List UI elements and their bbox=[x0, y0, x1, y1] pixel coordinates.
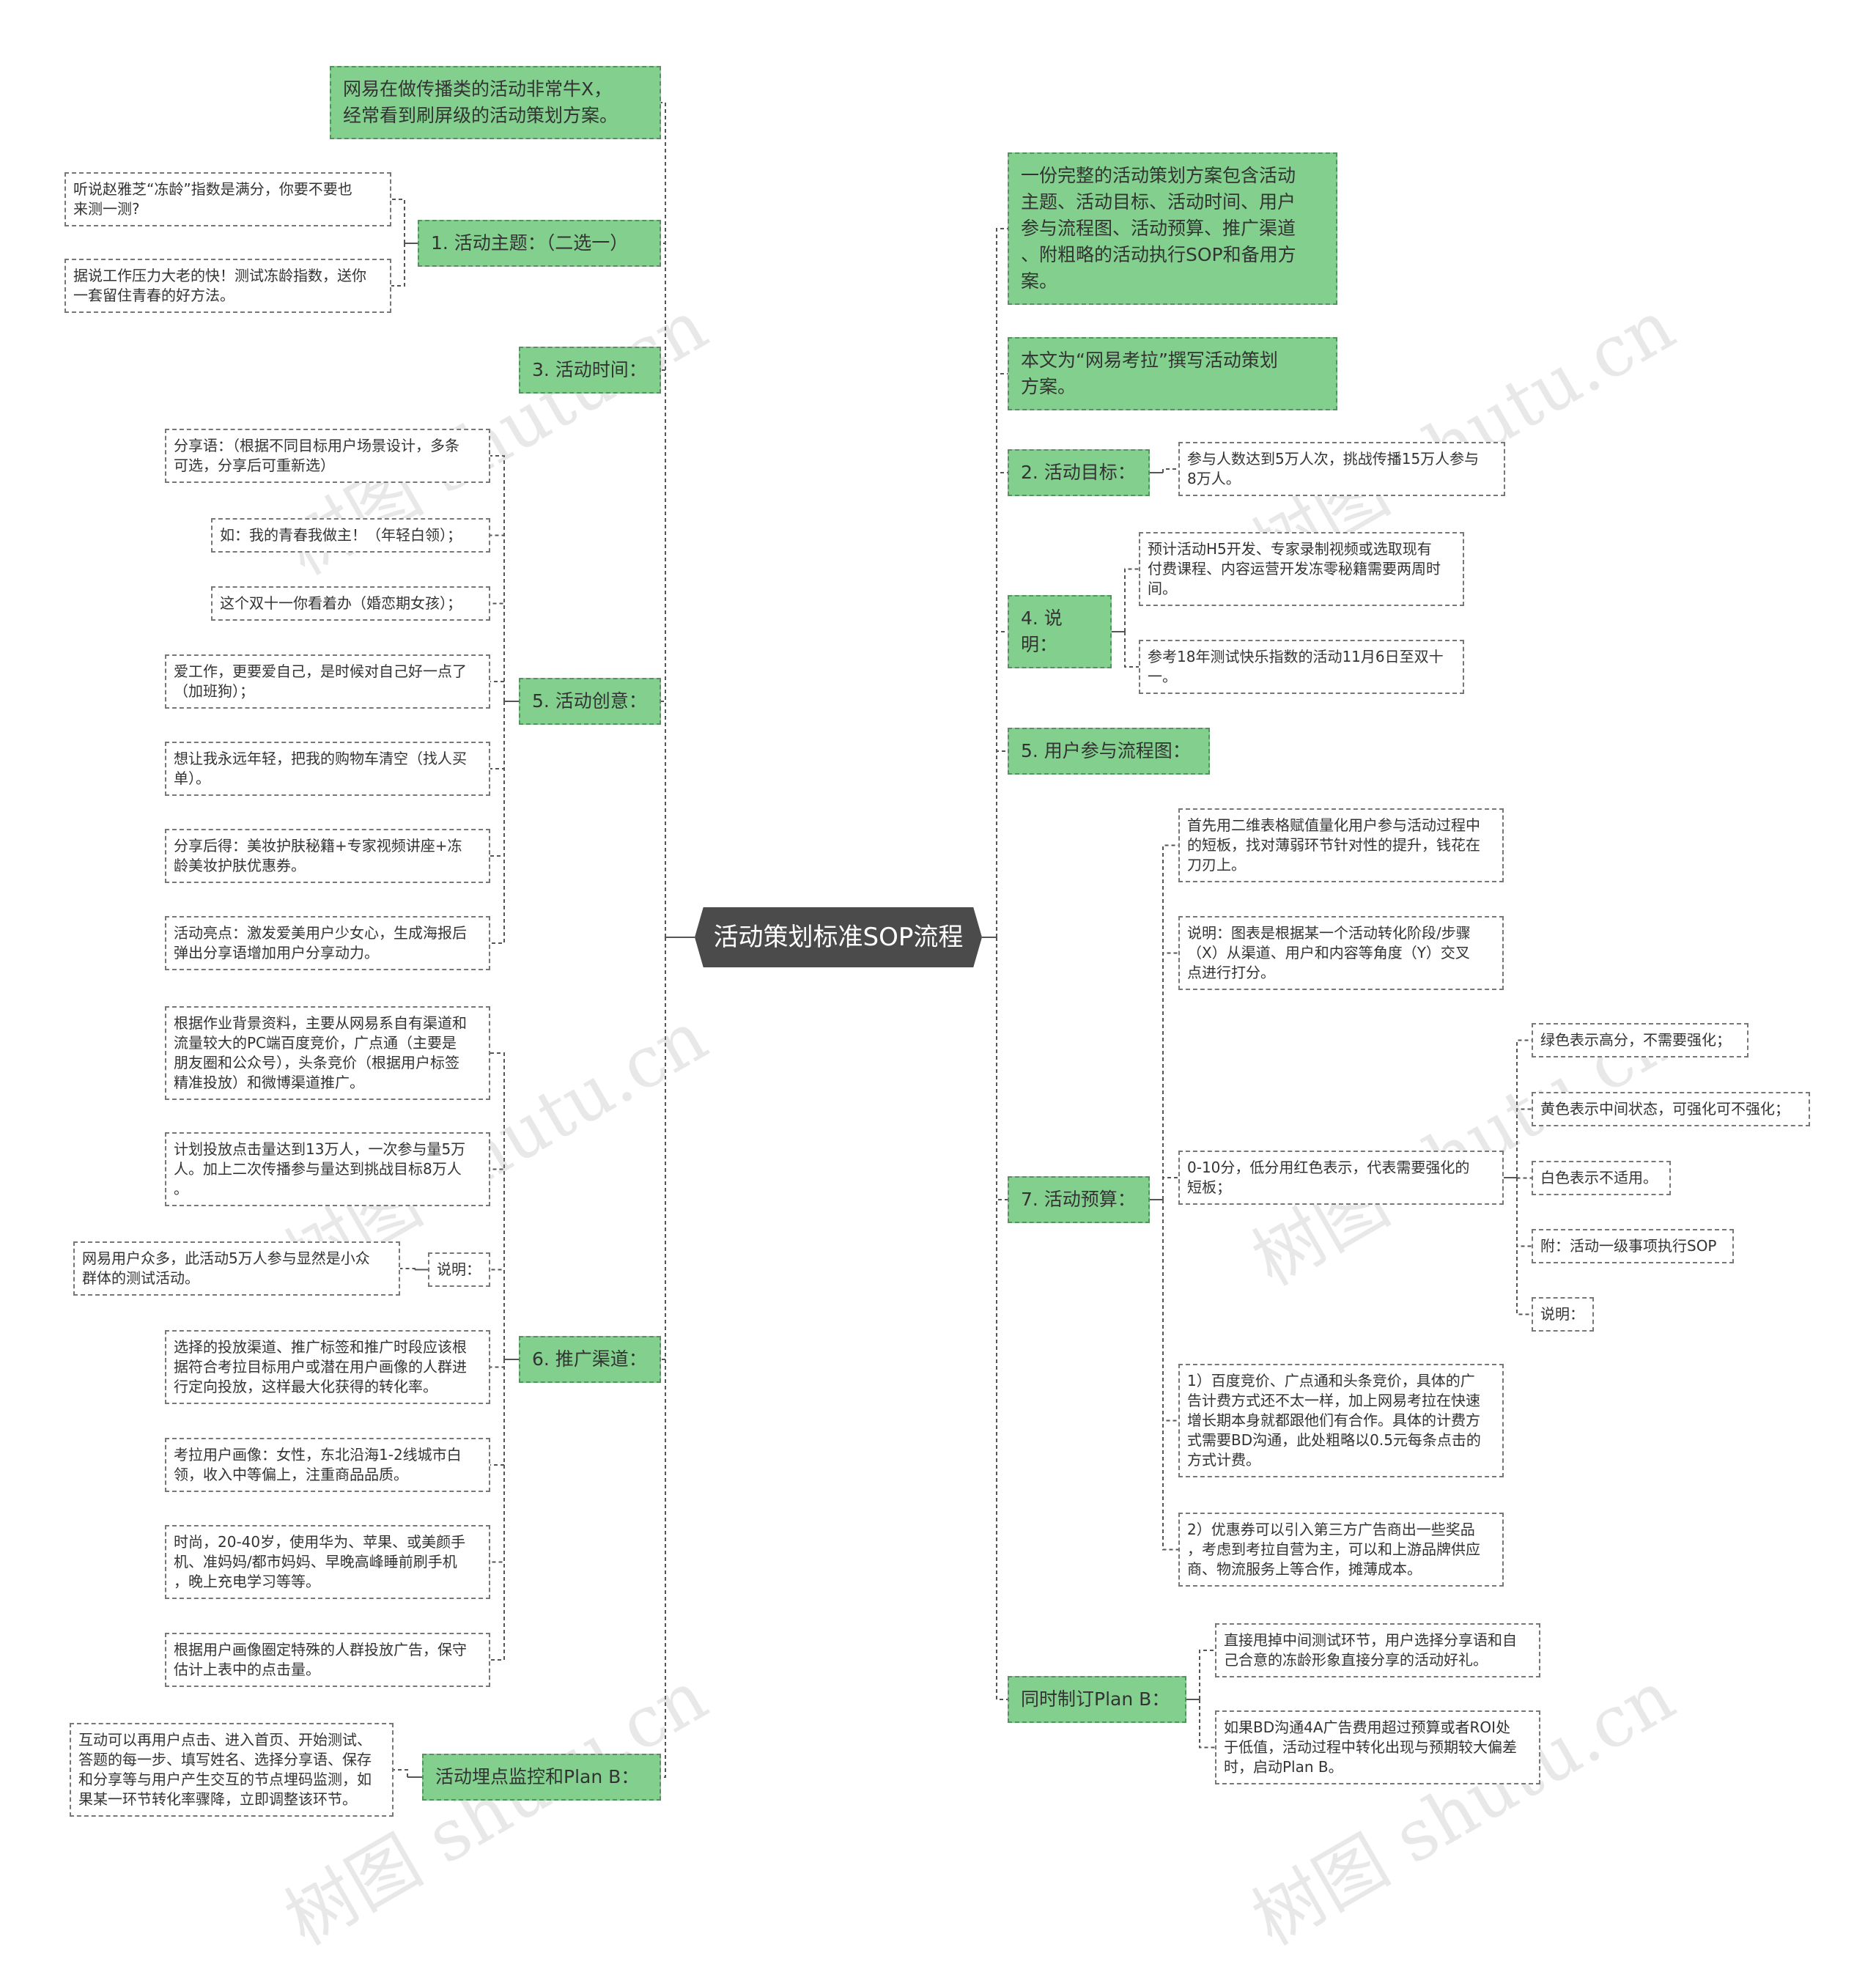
monitoring-detail[interactable]: 互动可以再用户点击、进入首页、开始测试、 答题的每一步、填写姓名、选择分享语、保… bbox=[70, 1723, 394, 1817]
connector-line bbox=[490, 1052, 505, 1359]
connector-line bbox=[490, 701, 505, 944]
connector-line bbox=[394, 1769, 408, 1777]
connector-line bbox=[1162, 1177, 1178, 1200]
topic-user-flow[interactable]: 5. 用户参与流程图： bbox=[1008, 728, 1210, 775]
channel-item[interactable]: 根据作业背景资料，主要从网易系自有渠道和 流量较大的PC端百度竞价，广点通（主要… bbox=[165, 1006, 490, 1100]
connector-line bbox=[490, 1168, 505, 1359]
topic-activity-goal[interactable]: 2. 活动目标： bbox=[1008, 449, 1150, 496]
connector-line bbox=[1162, 952, 1178, 1200]
topic-activity-budget[interactable]: 7. 活动预算： bbox=[1008, 1176, 1150, 1223]
connector-line bbox=[1162, 844, 1178, 1200]
channel-item[interactable]: 选择的投放渠道、推广标签和推广时段应该根 据符合考拉目标用户或潜在用户画像的人群… bbox=[165, 1330, 490, 1404]
connector-line bbox=[996, 228, 1008, 937]
connector-line bbox=[490, 455, 505, 701]
creative-item[interactable]: 想让我永远年轻，把我的购物车清空（找人买 单）。 bbox=[165, 742, 490, 796]
connector-line bbox=[661, 369, 666, 937]
connector-line bbox=[1516, 1108, 1532, 1178]
channel-item[interactable]: 时尚，20-40岁，使用华为、苹果、或美颜手 机、准妈妈/都市妈妈、早晚高峰睡前… bbox=[165, 1525, 490, 1599]
topic-explanation[interactable]: 4. 说明： bbox=[1008, 595, 1112, 668]
creative-item[interactable]: 分享语：（根据不同目标用户场景设计，多条 可选，分享后可重新选） bbox=[165, 429, 490, 483]
connector-line bbox=[400, 1268, 416, 1270]
topic-activity-time[interactable]: 3. 活动时间： bbox=[519, 347, 661, 394]
connector-line bbox=[391, 243, 405, 287]
topic-activity-creative[interactable]: 5. 活动创意： bbox=[519, 678, 661, 725]
channel-note-detail[interactable]: 网易用户众多，此活动5万人参与显然是小众 群体的测试活动。 bbox=[73, 1241, 400, 1296]
score-legend-item[interactable]: 黄色表示中间状态，可强化可不强化； bbox=[1532, 1092, 1810, 1126]
budget-item[interactable]: 首先用二维表格赋值量化用户参与活动过程中 的短板，找对薄弱环节针对性的提升，钱花… bbox=[1178, 808, 1504, 882]
intro-note-left[interactable]: 网易在做传播类的活动非常牛X， 经常看到刷屏级的活动策划方案。 bbox=[330, 66, 661, 139]
connector-line bbox=[996, 937, 1008, 1200]
connector-line bbox=[490, 1359, 505, 1661]
theme-option-1[interactable]: 听说赵雅芝“冻龄”指数是满分，你要不要也 来测一测? bbox=[64, 172, 391, 226]
creative-item[interactable]: 如：我的青春我做主！（年轻白领）； bbox=[211, 518, 490, 553]
budget-item[interactable]: 说明：图表是根据某一个活动转化阶段/步骤 （X）从渠道、用户和内容等角度（Y）交… bbox=[1178, 916, 1504, 990]
connector-line bbox=[1516, 1178, 1532, 1247]
connector-line bbox=[1516, 1178, 1532, 1315]
connector-line bbox=[490, 1359, 505, 1368]
budget-item[interactable]: 0-10分，低分用红色表示，代表需要强化的 短板； bbox=[1178, 1151, 1504, 1205]
goal-detail[interactable]: 参与人数达到5万人次，挑战传播15万人参与 8万人。 bbox=[1178, 442, 1505, 496]
connector-line bbox=[490, 681, 505, 701]
connector-line bbox=[996, 631, 1008, 937]
connector-line bbox=[661, 937, 666, 1778]
connector-line bbox=[490, 1269, 505, 1359]
intro-note-right-1[interactable]: 一份完整的活动策划方案包含活动 主题、活动目标、活动时间、用户 参与流程图、活动… bbox=[1008, 152, 1337, 305]
connector-line bbox=[1162, 1200, 1178, 1551]
connector-line bbox=[996, 373, 1008, 937]
connector-line bbox=[1162, 468, 1178, 473]
connector-line bbox=[1162, 1200, 1178, 1422]
channel-item[interactable]: 考拉用户画像：女性，东北沿海1-2线城市白 领，收入中等偏上，注重商品品质。 bbox=[165, 1438, 490, 1492]
connector-line bbox=[490, 602, 505, 701]
score-legend-item[interactable]: 白色表示不适用。 bbox=[1532, 1161, 1671, 1195]
connector-line bbox=[661, 243, 666, 937]
connector-line bbox=[1199, 1650, 1215, 1699]
topic-monitoring-planb[interactable]: 活动埋点监控和Plan B： bbox=[422, 1754, 661, 1801]
root-topic[interactable]: 活动策划标准SOP流程 bbox=[695, 907, 982, 967]
creative-item[interactable]: 分享后得：美妆护肤秘籍+专家视频讲座+冻 龄美妆护肤优惠券。 bbox=[165, 829, 490, 883]
intro-note-right-2[interactable]: 本文为“网易考拉”撰写活动策划 方案。 bbox=[1008, 337, 1337, 410]
connector-line bbox=[1199, 1699, 1215, 1749]
budget-item[interactable]: 1）百度竞价、广点通和头条竞价，具体的广 告计费方式还不太一样，加上网易考拉在快… bbox=[1178, 1364, 1504, 1477]
connector-line bbox=[1124, 632, 1139, 668]
creative-item[interactable]: 这个双十一你看着办（婚恋期女孩）； bbox=[211, 586, 490, 621]
score-legend-item[interactable]: 附：活动一级事项执行SOP bbox=[1532, 1229, 1734, 1263]
score-legend-item[interactable]: 绿色表示高分，不需要强化； bbox=[1532, 1023, 1748, 1057]
connector-line bbox=[996, 750, 1008, 937]
connector-line bbox=[661, 701, 666, 937]
topic-plan-b[interactable]: 同时制订Plan B： bbox=[1008, 1676, 1186, 1723]
creative-item[interactable]: 活动亮点：激发爱美用户少女心，生成海报后 弹出分享语增加用户分享动力。 bbox=[165, 916, 490, 970]
plan-b-item[interactable]: 如果BD沟通4A广告费用超过预算或者ROI处 于低值，活动过程中转化出现与预期较… bbox=[1215, 1710, 1540, 1784]
connector-line bbox=[996, 472, 1008, 937]
connector-lines bbox=[391, 102, 1532, 1778]
connector-line bbox=[490, 701, 505, 769]
channel-item[interactable]: 计划投放点击量达到13万人，一次参与量5万 人。加上二次传播参与量达到挑战目标8… bbox=[165, 1132, 490, 1206]
explanation-item[interactable]: 参考18年测试快乐指数的活动11月6日至双十 一。 bbox=[1139, 640, 1464, 694]
connector-line bbox=[490, 1359, 505, 1466]
channel-note-label[interactable]: 说明： bbox=[428, 1252, 490, 1287]
connector-line bbox=[1516, 1039, 1532, 1178]
connector-line bbox=[996, 937, 1008, 1700]
topic-activity-theme[interactable]: 1. 活动主题：（二选一） bbox=[418, 220, 661, 267]
budget-item[interactable]: 2）优惠券可以引入第三方广告商出一些奖品 ，考虑到考拉自营为主，可以和上游品牌供… bbox=[1178, 1513, 1504, 1587]
plan-b-item[interactable]: 直接甩掉中间测试环节，用户选择分享语和自 己合意的冻龄形象直接分享的活动好礼。 bbox=[1215, 1623, 1540, 1677]
connector-line bbox=[391, 199, 405, 243]
connector-line bbox=[490, 701, 505, 857]
theme-option-2[interactable]: 据说工作压力大老的快！测试冻龄指数，送你 一套留住青春的好方法。 bbox=[64, 259, 391, 313]
explanation-item[interactable]: 预计活动H5开发、专家录制视频或选取现有 付费课程、内容运营开发冻零秘籍需要两周… bbox=[1139, 532, 1464, 606]
connector-line bbox=[490, 534, 505, 701]
connector-line bbox=[490, 1359, 505, 1563]
creative-item[interactable]: 爱工作，更要爱自己，是时候对自己好一点了 （加班狗）； bbox=[165, 654, 490, 709]
connector-line bbox=[1124, 568, 1139, 632]
score-legend-item[interactable]: 说明： bbox=[1532, 1297, 1594, 1332]
topic-promotion-channel[interactable]: 6. 推广渠道： bbox=[519, 1336, 661, 1383]
channel-item[interactable]: 根据用户画像圈定特殊的人群投放广告，保守 估计上表中的点击量。 bbox=[165, 1633, 490, 1687]
